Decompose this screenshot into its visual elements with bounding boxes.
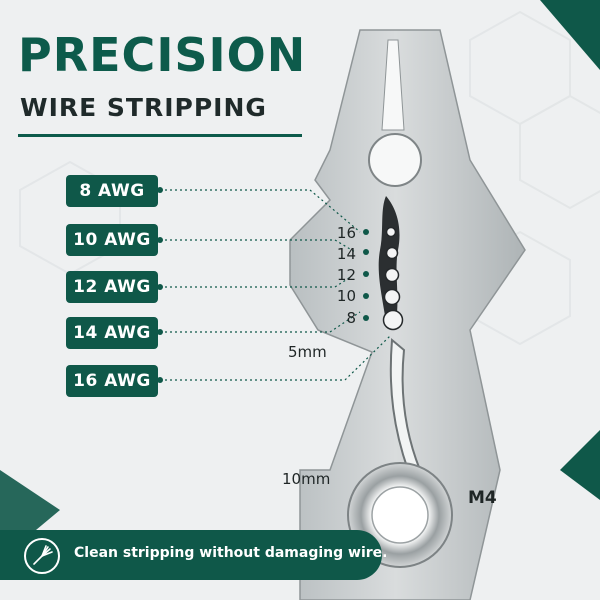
headline-wire-stripping: WIRE STRIPPING [20,93,267,122]
awg-label-14: 14 AWG [66,317,158,349]
awg-label-16: 16 AWG [66,365,158,397]
awg-label-10: 10 AWG [66,224,158,256]
pivot-opening [368,133,422,187]
plier-head [289,29,526,600]
gauge-number-12: 12 [336,266,356,284]
headline-underline [18,134,302,137]
gauge-number-10: 10 [336,287,356,305]
feature-banner: Clean stripping without damaging wire. [0,530,387,580]
awg-label-12: 12 AWG [66,271,158,303]
corner-wedge-top-right [540,0,600,70]
gauge-number-8: 8 [346,309,356,327]
hole-markers [157,187,369,383]
wire-strands-icon [24,538,60,574]
awg-label-8: 8 AWG [66,175,158,207]
engraving-5mm: 5mm [288,343,327,361]
headline-precision: PRECISION [18,28,307,82]
banner-text: Clean stripping without damaging wire. [74,545,388,561]
engraving-m4: M4 [468,488,497,508]
leader-lines [160,189,391,381]
gauge-number-16: 16 [336,224,356,242]
stripping-holes [382,226,404,331]
corner-wedge-bottom-right [560,430,600,500]
crimp-ring-inner [371,486,429,544]
jaw-slot [381,39,405,131]
gauge-number-14: 14 [336,245,356,263]
engraving-10mm: 10mm [282,470,331,488]
